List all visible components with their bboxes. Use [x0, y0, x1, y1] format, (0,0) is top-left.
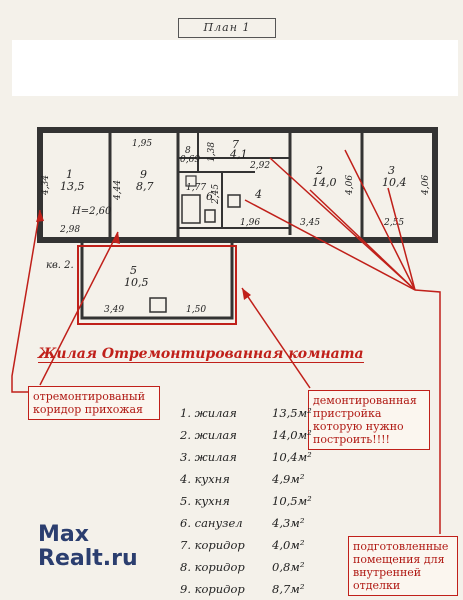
legend-row: 3. жилая 10,4м² [180, 446, 330, 468]
legend-row: 6. санузел 4,3м² [180, 512, 330, 534]
dim-bath-height: 2,45 [211, 184, 221, 205]
sink-icon [185, 175, 197, 187]
room-5-area: 10,5 [124, 276, 149, 289]
arrow-heads [36, 210, 251, 300]
callout-annex: демонтированная пристройка которую нужно… [308, 390, 430, 450]
legend-area: 8,7м² [272, 582, 305, 596]
room-7-num: 7 [232, 138, 239, 151]
legend-area: 4,9м² [272, 472, 305, 486]
arrow-prepared-2 [244, 199, 416, 291]
dim-8-height: 1,38 [207, 142, 217, 162]
redacted-band [12, 40, 458, 96]
annex-outline [80, 238, 234, 320]
legend-area: 4,0м² [272, 538, 305, 552]
dim-5-width-2: 1,50 [186, 305, 206, 315]
room-7-area: 4,1 [229, 148, 248, 161]
callout-prepared: подготовленные помещения для внутренней … [348, 536, 458, 596]
stove-icon-annex [149, 297, 167, 313]
height-label: H=2,60 [71, 206, 112, 217]
dim-3-width: 2,55 [383, 218, 404, 228]
dim-4-width: 1,96 [240, 218, 260, 228]
room-2-area: 14,0 [312, 176, 337, 189]
watermark-logo: Max [38, 522, 89, 547]
toilet-icon [204, 209, 216, 223]
room-1-area: 13,5 [60, 180, 85, 193]
apartment-label: кв. 2. [46, 260, 74, 271]
legend-row: 5. кухня 10,5м² [180, 490, 330, 512]
legend-area: 13,5м² [272, 406, 312, 420]
legend-name: 3. жилая [180, 450, 237, 464]
dim-1-width: 2,98 [59, 225, 80, 235]
legend-name: 6. санузел [180, 516, 243, 530]
callout-corridor-text: отремонтированый коридор прихожая [33, 390, 146, 416]
bathtub-icon [181, 194, 201, 224]
callout-corridor: отремонтированый коридор прихожая [28, 386, 160, 420]
arrow-corridor-2 [39, 231, 119, 386]
dim-9-top: 1,95 [132, 139, 152, 149]
dim-1-height: 4,34 [41, 175, 51, 196]
legend-row: 4. кухня 4,9м² [180, 468, 330, 490]
room-2-num: 2 [315, 164, 323, 177]
room-4-num: 4 [254, 188, 262, 201]
callout-prepared-text: подготовленные помещения для внутренней … [353, 540, 449, 592]
legend-row: 8. коридор 0,8м² [180, 556, 330, 578]
arrowhead-2 [112, 232, 120, 244]
legend-area: 10,5м² [272, 494, 312, 508]
dim-9-height: 4,44 [113, 180, 123, 201]
arrowhead-3 [242, 288, 251, 300]
dim-7-width: 2,92 [249, 161, 270, 171]
legend-name: 4. кухня [180, 472, 230, 486]
legend-name: 5. кухня [180, 494, 230, 508]
arrow-prepared-5 [344, 149, 416, 291]
legend-area: 10,4м² [272, 450, 312, 464]
room-6-num: 6 [206, 190, 213, 203]
dim-5-width: 3,49 [104, 305, 124, 315]
legend-name: 7. коридор [180, 538, 245, 552]
dim-3-height: 4,06 [421, 175, 431, 196]
renovated-room-headline: Жилая Отремонтированная комната [38, 346, 364, 363]
arrowhead-1 [36, 210, 44, 222]
stove-icon [227, 194, 241, 208]
legend-name: 1. жилая [180, 406, 237, 420]
dim-2-width: 3,45 [300, 218, 320, 228]
room-9-num: 9 [140, 168, 147, 181]
room-5-num: 5 [130, 264, 137, 277]
legend-area: 0,8м² [272, 560, 305, 574]
arrow-prepared-3 [309, 189, 416, 291]
arrow-annex [241, 287, 311, 389]
legend-name: 9. коридор [180, 582, 245, 596]
room-8-num: 8 [185, 146, 191, 156]
room-9-area: 8,7 [136, 180, 154, 193]
main-outer-wall [37, 127, 438, 243]
watermark-site: Realt.ru [38, 546, 138, 571]
room-3-num: 3 [388, 164, 395, 177]
legend-area: 14,0м² [272, 428, 312, 442]
room-8-area: 0,69 [180, 155, 200, 165]
legend-name: 2. жилая [180, 428, 237, 442]
callout-annex-text: демонтированная пристройка которую нужно… [313, 394, 417, 446]
legend-row: 7. коридор 4,0м² [180, 534, 330, 556]
dim-2-height: 4,06 [345, 175, 355, 196]
legend-area: 4,3м² [272, 516, 305, 530]
legend-row: 1. жилая 13,5м² [180, 402, 330, 424]
legend-row: 2. жилая 14,0м² [180, 424, 330, 446]
legend-row: 9. коридор 8,7м² [180, 578, 330, 600]
room-1-num: 1 [66, 168, 73, 181]
room-legend: 1. жилая 13,5м² 2. жилая 14,0м² 3. жилая 10… [180, 402, 330, 600]
legend-name: 8. коридор [180, 560, 245, 574]
room-3-area: 10,4 [382, 176, 407, 189]
arrow-prepared-leader [414, 289, 441, 534]
annex-highlight-box [77, 245, 237, 325]
arrow-prepared-4 [387, 187, 416, 291]
dim-bath-width: 1,77 [186, 183, 206, 193]
